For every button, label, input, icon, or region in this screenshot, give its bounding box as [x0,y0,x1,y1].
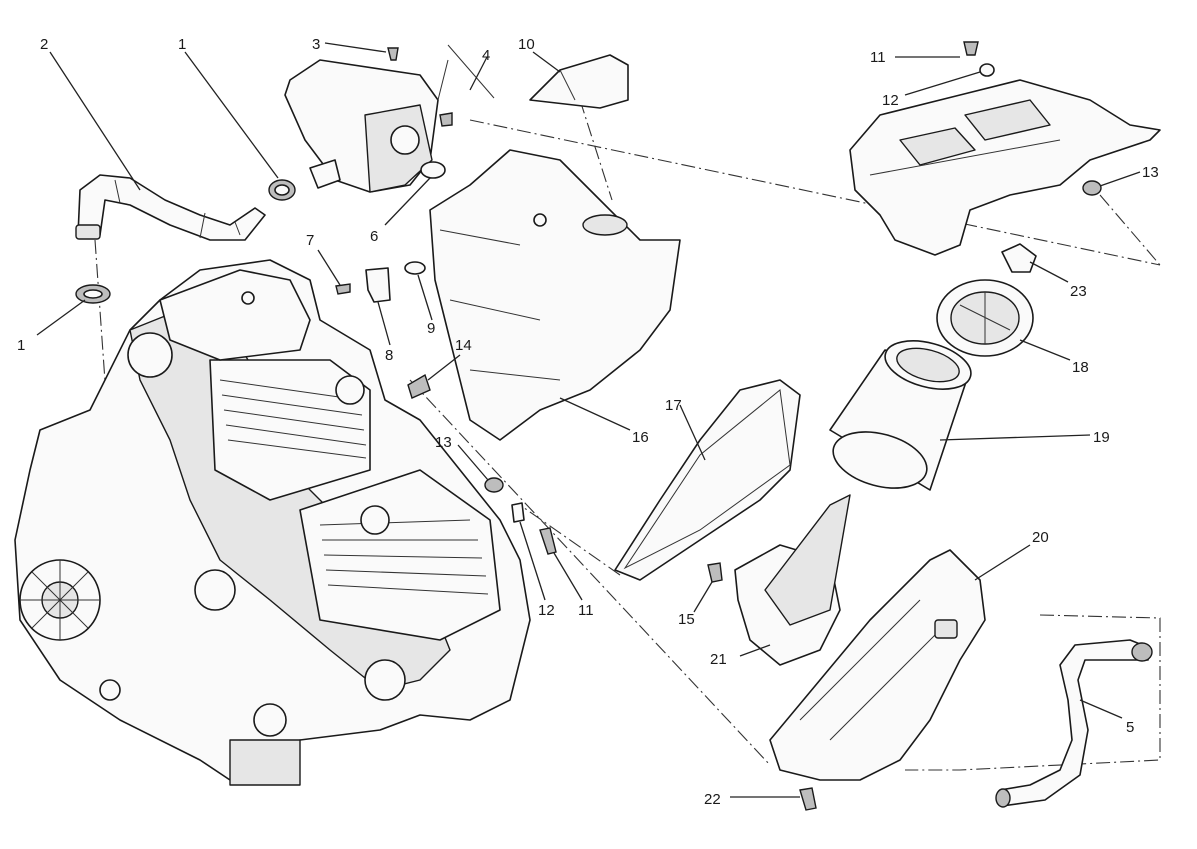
airbox-lower [769,549,986,781]
callout-11-lower: 11 [578,602,594,619]
callout-1-lower: 1 [17,337,25,354]
callout-5: 5 [1126,719,1134,736]
intake-funnel [734,494,851,666]
hose-clamp-lower [75,284,111,304]
air-filter [829,340,972,491]
callout-16: 16 [632,429,649,446]
callout-8: 8 [385,347,393,364]
callout-3: 3 [312,36,320,53]
callout-13-lower: 13 [435,434,452,451]
callout-14: 14 [455,337,472,354]
grommet-13-upper [1082,180,1102,196]
grommet-13-lower [484,477,504,493]
callout-labels: 2 1 3 4 10 11 12 13 6 7 9 8 14 1 23 18 1… [17,36,1159,808]
callout-15: 15 [678,611,695,628]
leader-lines [36,42,1141,798]
airbox-gasket [614,379,801,581]
screw-3 [387,47,399,61]
engine-assembly [14,259,531,786]
hose-clamp-upper [268,179,296,201]
sensor-assembly [335,261,426,303]
callout-17: 17 [665,397,682,414]
screw-11-upper [963,41,979,56]
breather-tank [284,44,495,193]
screw-15 [707,562,723,583]
airbox-upper [429,149,681,441]
spacer-12-lower [511,502,525,523]
callout-11-upper: 11 [870,49,886,66]
screw-11-lower [539,527,557,555]
cap-23 [1001,243,1037,273]
callout-18: 18 [1072,359,1089,376]
callout-20: 20 [1032,529,1049,546]
callout-12-lower: 12 [538,602,555,619]
callout-1: 1 [178,36,186,53]
callout-9: 9 [427,320,435,337]
callout-4: 4 [482,47,490,64]
callout-21: 21 [710,651,727,668]
air-intake-cap [529,54,629,109]
breather-hose [75,174,266,241]
airbox-bracket [849,79,1161,256]
callout-10: 10 [518,36,535,53]
filter-cover [936,279,1034,357]
screw-4 [439,112,453,127]
callout-7: 7 [306,232,314,249]
screw-22 [799,787,817,811]
spacer-12-upper [979,63,995,77]
connector-14 [407,373,431,399]
callout-23: 23 [1070,283,1087,300]
callout-2: 2 [40,36,48,53]
callout-12-upper: 12 [882,92,899,109]
callout-22: 22 [704,791,721,808]
callout-19: 19 [1093,429,1110,446]
callout-13-upper: 13 [1142,164,1159,181]
callout-6: 6 [370,228,378,245]
drain-tube [995,639,1153,808]
